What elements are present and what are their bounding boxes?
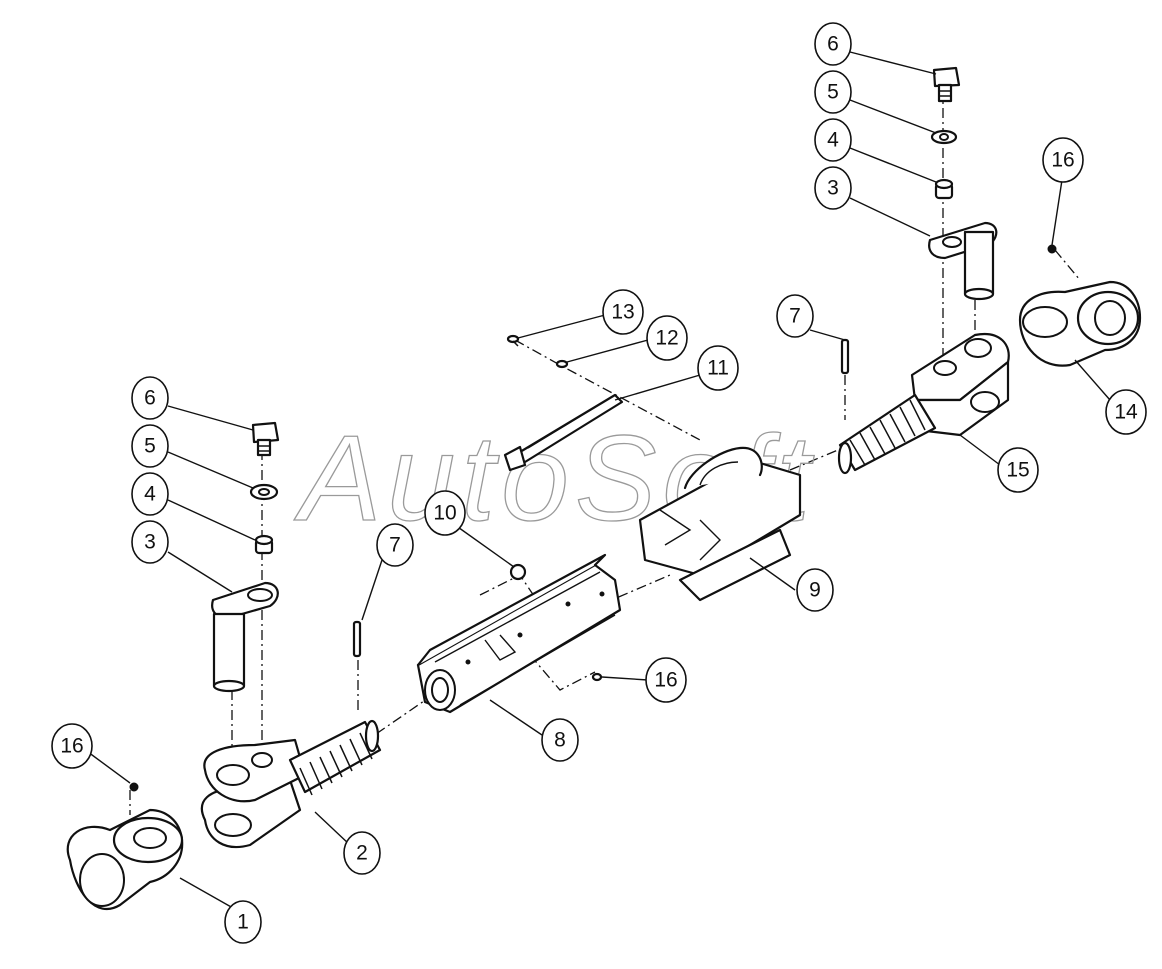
- part-13-screw: [506, 334, 520, 347]
- part-1-ball-end-left: [66, 808, 184, 911]
- part-16-nipple-mid: [591, 672, 603, 682]
- svg-text:8: 8: [554, 729, 566, 752]
- callout-11: 11: [697, 345, 739, 391]
- part-9-sleeve: [638, 446, 802, 602]
- svg-text:6: 6: [827, 33, 839, 56]
- svg-text:10: 10: [433, 502, 456, 525]
- part-3-pin-left: [211, 581, 279, 693]
- callout-16-mid: 16: [645, 657, 687, 703]
- svg-text:3: 3: [827, 177, 839, 200]
- callout-4-right: 4: [814, 118, 852, 162]
- part-2-thread: [299, 732, 373, 796]
- part-4-spacer-right: [934, 178, 954, 200]
- svg-text:4: 4: [144, 483, 156, 506]
- callout-15: 15: [997, 447, 1039, 493]
- svg-text:5: 5: [827, 81, 839, 104]
- svg-text:14: 14: [1114, 401, 1138, 424]
- part-16-nipple-left: [129, 782, 139, 792]
- callout-7-left: 7: [376, 523, 414, 567]
- callout-6-right: 6: [814, 22, 852, 66]
- callout-8: 8: [541, 718, 579, 762]
- part-7-roll-pin-left: [352, 620, 362, 658]
- part-6-bolt-left: [251, 421, 280, 457]
- part-3-pin-right: [928, 221, 998, 301]
- callout-13: 13: [602, 289, 644, 335]
- svg-text:7: 7: [789, 305, 801, 328]
- callout-3-left: 3: [131, 520, 169, 564]
- part-5-washer-left: [249, 483, 279, 501]
- callout-4-left: 4: [131, 472, 169, 516]
- svg-text:1: 1: [237, 911, 249, 934]
- callout-14: 14: [1105, 389, 1147, 435]
- svg-text:12: 12: [655, 327, 678, 350]
- svg-text:16: 16: [1051, 149, 1074, 172]
- part-12-washer: [555, 359, 569, 369]
- callout-5-right: 5: [814, 70, 852, 114]
- svg-text:4: 4: [827, 129, 839, 152]
- part-8-hex-tube: [416, 553, 622, 714]
- callout-16-right: 16: [1042, 137, 1084, 183]
- callout-2: 2: [343, 831, 381, 875]
- callout-16-left: 16: [51, 723, 93, 769]
- callout-1: 1: [224, 900, 262, 944]
- svg-text:5: 5: [144, 435, 156, 458]
- callout-9: 9: [796, 568, 834, 612]
- callout-7-right: 7: [776, 294, 814, 338]
- part-14-ball-end-right: [1018, 280, 1142, 367]
- part-5-washer-right: [930, 129, 958, 145]
- callout-12: 12: [646, 315, 688, 361]
- part-4-spacer-left: [254, 534, 274, 555]
- part-15-thread: [849, 399, 926, 466]
- svg-text:9: 9: [809, 579, 821, 602]
- svg-text:16: 16: [654, 669, 677, 692]
- svg-text:15: 15: [1006, 459, 1029, 482]
- callout-5-left: 5: [131, 424, 169, 468]
- part-6-bolt-right: [932, 66, 961, 103]
- leader-lines: [87, 51, 1111, 913]
- svg-text:13: 13: [611, 301, 634, 324]
- part-10-ball: [509, 563, 527, 581]
- svg-text:6: 6: [144, 387, 156, 410]
- svg-text:7: 7: [389, 534, 401, 557]
- part-7-roll-pin-right: [840, 338, 850, 375]
- part-11-bracket-strip: [503, 393, 624, 472]
- svg-text:3: 3: [144, 531, 156, 554]
- svg-text:11: 11: [707, 357, 729, 380]
- callout-10: 10: [424, 490, 466, 536]
- svg-text:2: 2: [356, 842, 368, 865]
- part-2-clevis-left: [200, 719, 382, 849]
- svg-text:16: 16: [60, 735, 83, 758]
- part-16-nipple-right: [1047, 244, 1057, 254]
- callout-3-right: 3: [814, 166, 852, 210]
- callout-6-left: 6: [131, 376, 169, 420]
- part-15-clevis-right: [837, 332, 1010, 475]
